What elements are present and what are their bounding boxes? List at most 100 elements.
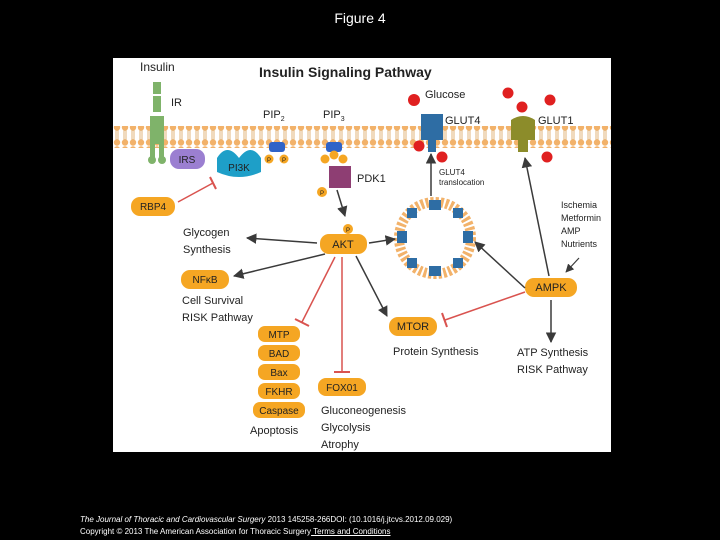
glucose-molecule bbox=[502, 87, 514, 99]
ir-foot-left bbox=[148, 156, 156, 164]
rbp4-node bbox=[131, 197, 175, 216]
pdk1-phosphate bbox=[317, 187, 327, 197]
glucose-molecule bbox=[436, 151, 448, 163]
caspase-label: Caspase bbox=[259, 406, 299, 417]
akt-to-mtor-arrow bbox=[355, 255, 388, 317]
glut1-label: GLUT1 bbox=[538, 115, 573, 127]
glucose-label: Glucose bbox=[425, 89, 465, 101]
pi3k-label: PI3K bbox=[228, 163, 250, 174]
akt-inhibits-apoptosis bbox=[301, 256, 336, 323]
vesicle-glut4 bbox=[463, 231, 473, 243]
slide-title: Figure 4 bbox=[334, 10, 386, 26]
pathway-diagram: Insulin Signaling Pathway Insulin IR IRS… bbox=[113, 60, 611, 451]
ampk-to-vesicle-arrow bbox=[474, 241, 526, 289]
akt-label: AKT bbox=[332, 239, 354, 251]
metformin-label: Metformin bbox=[561, 213, 601, 223]
glycogen-label-1: Glycogen bbox=[183, 227, 229, 239]
irs-label: IRS bbox=[179, 155, 196, 166]
vesicle-glut4 bbox=[407, 208, 417, 218]
irs-node bbox=[170, 149, 205, 169]
p-label: P bbox=[346, 228, 350, 234]
pip3-phosphate-2 bbox=[329, 150, 339, 160]
glut4-translocation-label-1: GLUT4 bbox=[439, 168, 465, 177]
nutrients-label: Nutrients bbox=[561, 239, 598, 249]
vesicle-glut4 bbox=[429, 200, 441, 210]
journal-name: The Journal of Thoracic and Cardiovascul… bbox=[80, 515, 266, 524]
pdk1-node bbox=[329, 166, 351, 188]
pathway-figure: Insulin Signaling Pathway Insulin IR IRS… bbox=[113, 58, 611, 452]
pip3-molecule bbox=[326, 142, 342, 152]
akt-node bbox=[320, 234, 367, 254]
akt-phosphate bbox=[343, 224, 353, 234]
rbp4-label: RBP4 bbox=[140, 202, 167, 213]
vesicle-glut4 bbox=[453, 208, 463, 218]
pip3-phosphate-3 bbox=[338, 154, 348, 164]
protein-synthesis-label: Protein Synthesis bbox=[393, 346, 479, 358]
p-label: P bbox=[320, 191, 324, 197]
activators-to-ampk-arrow bbox=[565, 257, 580, 273]
apoptosis-label: Apoptosis bbox=[250, 425, 299, 437]
glut4-translocation-label-2: translocation bbox=[439, 178, 484, 187]
akt-to-vesicle-arrow bbox=[368, 235, 397, 246]
p-label: P bbox=[267, 158, 271, 164]
bad-node bbox=[258, 345, 300, 361]
bax-label: Bax bbox=[270, 368, 287, 379]
caption-line-2: Copyright © 2013 The American Associatio… bbox=[80, 526, 452, 538]
ampk-label: AMPK bbox=[535, 282, 567, 294]
glucose-molecule bbox=[516, 101, 528, 113]
p-label: P bbox=[282, 158, 286, 164]
caption-line-1: The Journal of Thoracic and Cardiovascul… bbox=[80, 514, 452, 526]
gluconeogenesis-label: Gluconeogenesis bbox=[321, 405, 407, 417]
glycogen-label-2: Synthesis bbox=[183, 244, 231, 256]
mtor-node bbox=[389, 317, 437, 336]
diagram-title: Insulin Signaling Pathway bbox=[259, 64, 432, 80]
pip2-phosphate-1 bbox=[264, 154, 274, 164]
akt-to-glycogen-arrow bbox=[245, 233, 318, 244]
glucose-molecule bbox=[541, 151, 553, 163]
ir-leg-right bbox=[159, 144, 164, 158]
mtp-node bbox=[258, 326, 300, 342]
caspase-node bbox=[253, 402, 305, 418]
rbp4-inhibits-irs bbox=[177, 182, 214, 203]
ir-label: IR bbox=[171, 97, 182, 109]
amp-label: AMP bbox=[561, 226, 581, 236]
pip2-label: PIP2 bbox=[263, 109, 285, 123]
ampk-to-glut1-arrow bbox=[521, 156, 550, 277]
cell-survival-label-2: RISK Pathway bbox=[182, 312, 253, 324]
fox01-label: FOX01 bbox=[326, 383, 358, 394]
mtp-label: MTP bbox=[268, 330, 289, 341]
figure-caption: The Journal of Thoracic and Cardiovascul… bbox=[80, 514, 452, 538]
pip3-label: PIP3 bbox=[323, 109, 345, 123]
terms-link[interactable]: Terms and Conditions bbox=[311, 527, 391, 536]
glut4-label: GLUT4 bbox=[445, 115, 480, 127]
nfkb-node bbox=[181, 270, 229, 289]
pdk1-label: PDK1 bbox=[357, 173, 386, 185]
glucose-molecule bbox=[408, 94, 420, 106]
cell-survival-label-1: Cell Survival bbox=[182, 295, 243, 307]
insulin-ligand bbox=[153, 82, 161, 94]
pip2-molecule bbox=[269, 142, 285, 152]
bax-node bbox=[258, 364, 300, 380]
cell-membrane bbox=[113, 126, 611, 148]
pip3-phosphate-1 bbox=[320, 154, 330, 164]
bad-label: BAD bbox=[269, 349, 290, 360]
vesicle-glut4 bbox=[429, 266, 441, 276]
mtor-label: MTOR bbox=[397, 321, 429, 333]
vesicle-glut4 bbox=[407, 258, 417, 268]
atp-synthesis-label-1: ATP Synthesis bbox=[517, 347, 589, 359]
atrophy-label: Atrophy bbox=[321, 439, 359, 451]
ischemia-label: Ischemia bbox=[561, 200, 597, 210]
glucose-molecule bbox=[544, 94, 556, 106]
glut4-transporter bbox=[421, 114, 443, 152]
vesicle-glut4 bbox=[453, 258, 463, 268]
ir-receptor-top bbox=[153, 96, 161, 112]
copyright-text: Copyright © 2013 The American Associatio… bbox=[80, 527, 312, 536]
fkhr-node bbox=[258, 383, 300, 399]
nfkb-label: NFκB bbox=[193, 275, 218, 286]
atp-synthesis-label-2: RISK Pathway bbox=[517, 364, 588, 376]
pi3k-node bbox=[217, 150, 261, 177]
glucose-molecule bbox=[413, 140, 425, 152]
inhibit-bar bbox=[209, 176, 217, 190]
ir-receptor-body bbox=[150, 116, 164, 144]
ampk-inhibits-mtor bbox=[444, 291, 526, 321]
